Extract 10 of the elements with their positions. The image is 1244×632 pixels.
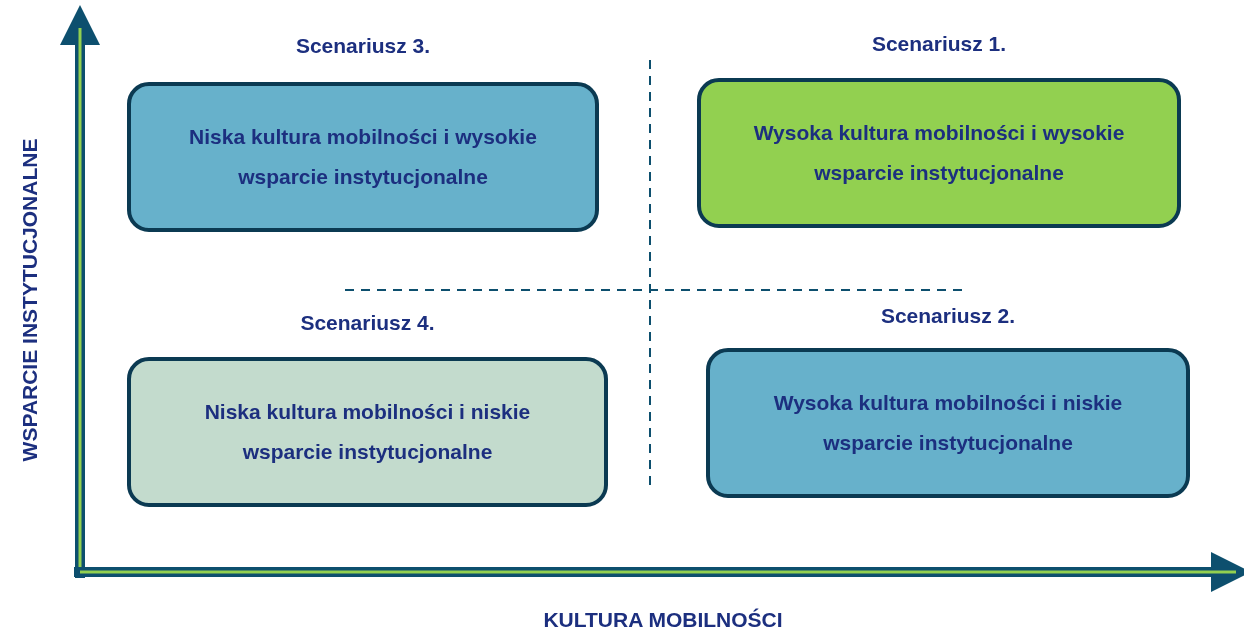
scenario-heading: Scenariusz 3. <box>294 34 432 58</box>
scenario-heading: Scenariusz 4. <box>299 311 436 335</box>
scenario-card: Wysoka kultura mobilności i wysokie wsparcie instytucjonalne <box>697 78 1181 228</box>
scenario-card: Niska kultura mobilności i wysokie wsparcie instytucjonalne <box>127 82 599 232</box>
axis-label: WSPARCIE INSTYTUCJONALNE <box>18 138 42 462</box>
axis-label: KULTURA MOBILNOŚCI <box>543 608 783 632</box>
scenario-card: Niska kultura mobilności i niskie wsparcie instytucjonalne <box>127 357 608 507</box>
scenario-card: Wysoka kultura mobilności i niskie wsparcie instytucjonalne <box>706 348 1190 498</box>
scenario-heading: Scenariusz 2. <box>879 304 1017 328</box>
scenario-heading: Scenariusz 1. <box>870 32 1008 56</box>
